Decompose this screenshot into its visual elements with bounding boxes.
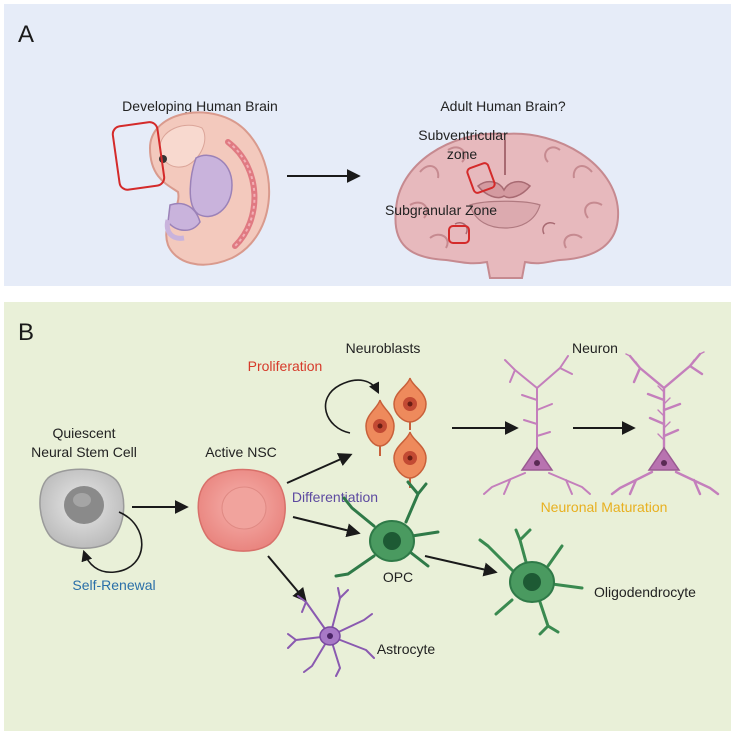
opc-cell <box>334 480 440 578</box>
differentiation-label: Differentiation <box>292 489 378 505</box>
mature-neuron-soma <box>647 446 681 471</box>
quiescent-label-line1: Quiescent <box>52 425 115 441</box>
panel-a-background <box>4 4 731 286</box>
self-renewal-label: Self-Renewal <box>72 577 155 593</box>
sgz-label: Subgranular Zone <box>385 202 497 218</box>
neuroblasts-label: Neuroblasts <box>346 340 421 356</box>
proliferation-label: Proliferation <box>248 358 323 374</box>
immature-neuron-nucleus <box>534 460 540 466</box>
active-nsc-cell <box>197 468 286 552</box>
neuroblast-cells <box>365 377 427 488</box>
neuron-label: Neuron <box>572 340 618 356</box>
quiescent-nsc-cell <box>39 468 125 549</box>
opc-to-oligodendrocyte-arrow <box>424 555 498 577</box>
adult-brain-illustration <box>394 132 620 279</box>
mature-neuron <box>610 351 720 496</box>
developing-brain-title: Developing Human Brain <box>122 98 278 114</box>
panel-b-background <box>4 302 731 731</box>
svz-label-line2: zone <box>447 146 478 162</box>
panel-b: B Quiescent Neural Stem Cell Self-Renewa… <box>4 302 731 731</box>
proliferation-arrow <box>324 379 380 434</box>
svz-label-line1: Subventricular <box>418 127 508 143</box>
nsc-to-astrocyte-arrow <box>267 555 307 603</box>
panel-b-letter: B <box>18 319 34 346</box>
astrocyte-cell <box>287 587 375 677</box>
self-renewal-arrow <box>81 511 143 574</box>
adult-brain-title: Adult Human Brain? <box>440 98 566 114</box>
oligodendrocyte-cell <box>478 528 584 636</box>
nsc-to-opc-arrow <box>292 516 361 538</box>
opc-label: OPC <box>383 569 413 585</box>
neuronal-maturation-label: Neuronal Maturation <box>541 499 668 515</box>
quiescent-label-line2: Neural Stem Cell <box>31 444 137 460</box>
oligodendrocyte-label: Oligodendrocyte <box>594 584 696 600</box>
astrocyte-label: Astrocyte <box>377 641 436 657</box>
panel-a-letter: A <box>18 21 34 48</box>
immature-neuron-soma <box>520 446 554 471</box>
immature-neuron <box>483 355 591 495</box>
panel-a: A Developing Human Brain Adult Human Bra… <box>4 4 731 286</box>
embryo-illustration <box>111 111 271 266</box>
nsc-to-neuroblast-arrow <box>286 453 353 484</box>
active-nsc-label: Active NSC <box>205 444 277 460</box>
mature-neuron-nucleus <box>661 460 667 466</box>
